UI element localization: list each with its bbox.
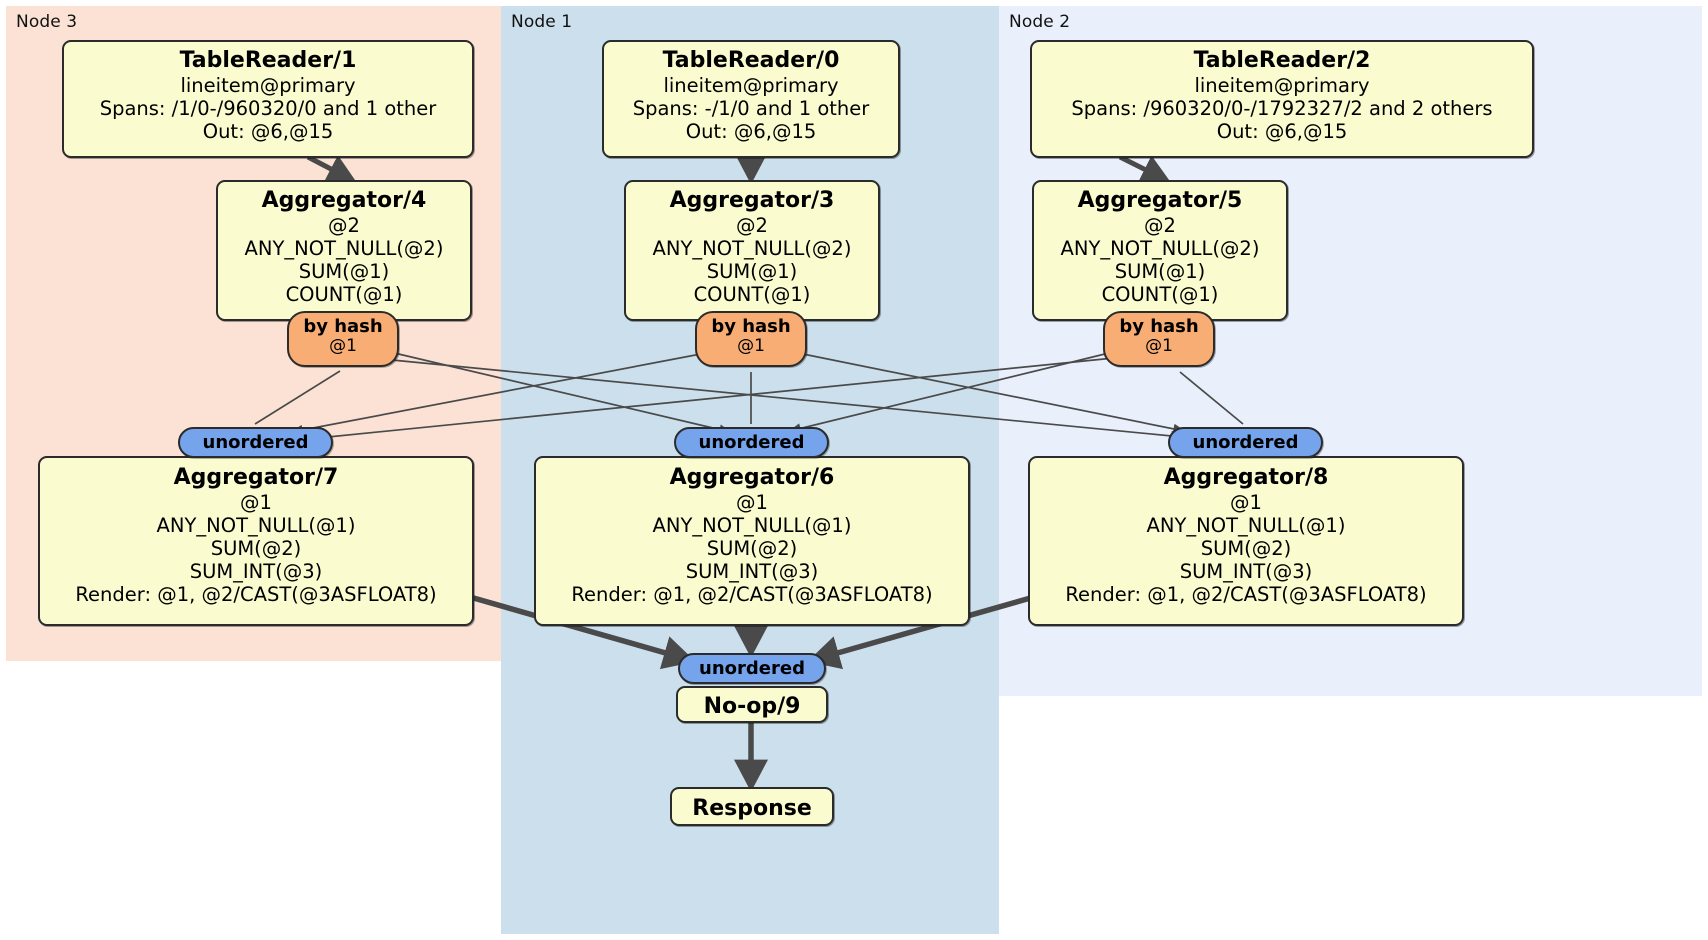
processor-title: TableReader/0 xyxy=(662,48,840,73)
router-by-hash-node2[interactable]: by hash @1 xyxy=(1103,311,1215,367)
router-label: by hash xyxy=(1119,316,1199,337)
processor-render-line: Render: @1, @2/CAST(@3ASFLOAT8) xyxy=(75,582,437,606)
processor-aggregator-5[interactable]: Aggregator/5 @2 ANY_NOT_NULL(@2) SUM(@1)… xyxy=(1032,180,1288,321)
edge-hashM-unordL xyxy=(290,352,707,436)
edge-agg8-final xyxy=(807,594,1035,670)
synchronizer-label: unordered xyxy=(698,432,805,453)
processor-line: Spans: -/1/0 and 1 other xyxy=(632,96,870,120)
processor-line: SUM(@2) xyxy=(210,536,302,560)
processor-table-reader-2[interactable]: TableReader/2 lineitem@primary Spans: /9… xyxy=(1030,40,1534,158)
processor-line: SUM_INT(@3) xyxy=(685,559,819,583)
processor-line: @2 xyxy=(1144,213,1176,237)
processor-response[interactable]: Response xyxy=(670,787,834,826)
processor-line: COUNT(@1) xyxy=(285,282,403,306)
processor-title: Aggregator/6 xyxy=(669,465,835,490)
processor-aggregator-4[interactable]: Aggregator/4 @2 ANY_NOT_NULL(@2) SUM(@1)… xyxy=(216,180,472,321)
edge-reader2-agg5 xyxy=(1118,154,1171,184)
synchronizer-unordered-final[interactable]: unordered xyxy=(678,653,826,684)
processor-aggregator-3[interactable]: Aggregator/3 @2 ANY_NOT_NULL(@2) SUM(@1)… xyxy=(624,180,880,321)
processor-line: Out: @6,@15 xyxy=(685,119,817,143)
processor-line: lineitem@primary xyxy=(180,73,356,97)
processor-line: SUM(@1) xyxy=(298,259,390,283)
synchronizer-unordered-node2[interactable]: unordered xyxy=(1168,427,1323,458)
edge-hashL-unordL xyxy=(254,370,341,425)
processor-table-reader-0[interactable]: TableReader/0 lineitem@primary Spans: -/… xyxy=(602,40,900,158)
processor-title: TableReader/1 xyxy=(179,48,357,73)
processor-render-line: Render: @1, @2/CAST(@3ASFLOAT8) xyxy=(571,582,933,606)
router-by-hash-node1[interactable]: by hash @1 xyxy=(695,311,807,367)
edge-hashL-unordR xyxy=(391,359,1184,442)
router-column: @1 xyxy=(737,336,765,357)
node-panel-label-node2: Node 2 xyxy=(1009,12,1071,32)
processor-line: Spans: /960320/0-/1792327/2 and 2 others xyxy=(1071,96,1493,120)
processor-line: ANY_NOT_NULL(@1) xyxy=(652,513,852,537)
processor-aggregator-8[interactable]: Aggregator/8 @1 ANY_NOT_NULL(@1) SUM(@2)… xyxy=(1028,456,1464,626)
edge-hashR-unordM xyxy=(788,351,1114,434)
processor-line: SUM(@1) xyxy=(1114,259,1206,283)
edge-hashM-unordR xyxy=(797,352,1186,434)
processor-line: ANY_NOT_NULL(@2) xyxy=(1060,236,1260,260)
edge-agg7-final xyxy=(469,594,696,670)
processor-line: Spans: /1/0-/960320/0 and 1 other xyxy=(99,96,437,120)
processor-title: Aggregator/3 xyxy=(669,188,835,213)
processor-line: Out: @6,@15 xyxy=(1216,119,1348,143)
processor-line: @2 xyxy=(328,213,360,237)
synchronizer-unordered-node1[interactable]: unordered xyxy=(674,427,829,458)
processor-title: Aggregator/8 xyxy=(1163,465,1329,490)
processor-aggregator-6[interactable]: Aggregator/6 @1 ANY_NOT_NULL(@1) SUM(@2)… xyxy=(534,456,970,626)
processor-line: SUM(@2) xyxy=(1200,536,1292,560)
processor-line: @2 xyxy=(736,213,768,237)
processor-line: Out: @6,@15 xyxy=(202,119,334,143)
processor-title: Aggregator/4 xyxy=(261,188,427,213)
processor-line: SUM_INT(@3) xyxy=(189,559,323,583)
synchronizer-label: unordered xyxy=(1192,432,1299,453)
processor-line: SUM(@1) xyxy=(706,259,798,283)
processor-line: SUM_INT(@3) xyxy=(1179,559,1313,583)
edge-reader1-agg4 xyxy=(306,154,357,183)
node-panel-label-node3: Node 3 xyxy=(16,12,78,32)
processor-title: Aggregator/7 xyxy=(173,465,339,490)
processor-title: No-op/9 xyxy=(703,694,801,719)
processor-line: COUNT(@1) xyxy=(1101,282,1219,306)
processor-line: lineitem@primary xyxy=(663,73,839,97)
processor-aggregator-7[interactable]: Aggregator/7 @1 ANY_NOT_NULL(@1) SUM(@2)… xyxy=(38,456,474,626)
processor-line: @1 xyxy=(736,490,768,514)
node-panel-label-node1: Node 1 xyxy=(511,12,573,32)
router-label: by hash xyxy=(303,316,383,337)
processor-line: @1 xyxy=(240,490,272,514)
processor-line: lineitem@primary xyxy=(1194,73,1370,97)
synchronizer-label: unordered xyxy=(202,432,309,453)
processor-line: @1 xyxy=(1230,490,1262,514)
synchronizer-label: unordered xyxy=(699,658,805,679)
synchronizer-unordered-node3[interactable]: unordered xyxy=(178,427,333,458)
processor-no-op-9[interactable]: No-op/9 xyxy=(676,686,828,723)
processor-line: SUM(@2) xyxy=(706,536,798,560)
edge-hashR-unordR xyxy=(1179,371,1244,425)
processor-title: Aggregator/5 xyxy=(1077,188,1243,213)
processor-title: TableReader/2 xyxy=(1193,48,1371,73)
router-by-hash-node3[interactable]: by hash @1 xyxy=(287,311,399,367)
processor-line: ANY_NOT_NULL(@2) xyxy=(244,236,444,260)
processor-line: ANY_NOT_NULL(@1) xyxy=(1146,513,1346,537)
router-column: @1 xyxy=(1145,336,1173,357)
processor-line: ANY_NOT_NULL(@2) xyxy=(652,236,852,260)
processor-line: COUNT(@1) xyxy=(693,282,811,306)
processor-line: ANY_NOT_NULL(@1) xyxy=(156,513,356,537)
processor-table-reader-1[interactable]: TableReader/1 lineitem@primary Spans: /1… xyxy=(62,40,474,158)
router-label: by hash xyxy=(711,316,791,337)
edge-hashR-unordL xyxy=(316,357,1115,443)
processor-title: Response xyxy=(692,796,812,821)
router-column: @1 xyxy=(329,336,357,357)
processor-render-line: Render: @1, @2/CAST(@3ASFLOAT8) xyxy=(1065,582,1427,606)
